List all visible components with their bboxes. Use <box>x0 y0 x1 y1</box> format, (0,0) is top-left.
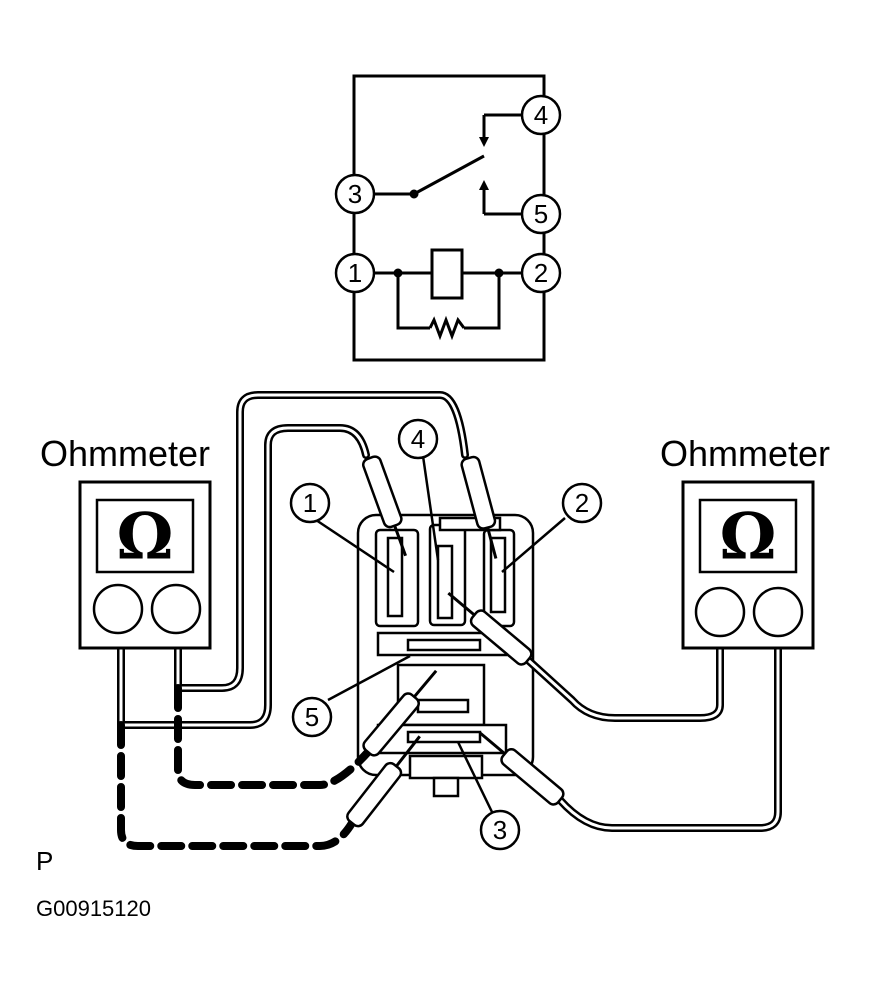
relay-terminal-4: 4 <box>411 424 425 454</box>
coil-symbol <box>430 248 464 300</box>
left-ohmmeter-omega-icon: Ω <box>117 500 174 575</box>
relay-terminal-labels: 1 2 3 4 5 <box>303 424 589 845</box>
probe-pin-1 <box>361 455 407 557</box>
probe-pin-5 <box>362 669 438 757</box>
relay-pin-5 <box>406 638 482 652</box>
relay-terminal-1: 1 <box>303 488 317 518</box>
right-ohmmeter-jack-2 <box>752 586 804 638</box>
probe-pin-4 <box>447 592 533 666</box>
probe-pin-3-left <box>346 735 421 828</box>
resistor-symbol <box>428 315 466 341</box>
schematic-terminal-2: 2 <box>534 258 548 288</box>
right-ohmmeter-omega-icon: Ω <box>720 500 777 575</box>
schematic-terminal-5: 5 <box>534 199 548 229</box>
probe-pin-2 <box>460 455 498 559</box>
left-ohmmeter-jack-2 <box>150 583 202 635</box>
right-ohmmeter-label: Ohmmeter <box>660 433 830 474</box>
test-probes <box>346 455 565 828</box>
left-ohmmeter: Ohmmeter Ω <box>40 433 212 650</box>
right-ohmmeter-display <box>698 498 798 574</box>
relay-terminal-3: 3 <box>493 815 507 845</box>
relay-pin-4 <box>436 544 454 620</box>
schematic-terminal-labels: 1 2 3 4 5 <box>334 94 562 294</box>
relay-schematic <box>352 74 546 362</box>
relay-terminal-2: 2 <box>575 488 589 518</box>
left-ohmmeter-jack-1 <box>92 583 144 635</box>
view-letter: P <box>36 846 53 876</box>
right-ohmmeter: Ohmmeter Ω <box>660 433 830 650</box>
relay-terminal-5: 5 <box>305 702 319 732</box>
relay-pins <box>386 536 507 744</box>
schematic-terminal-3: 3 <box>348 179 362 209</box>
relay-terminal-callouts <box>289 418 603 851</box>
left-ohmmeter-display <box>95 498 195 574</box>
schematic-terminal-4: 4 <box>534 100 548 130</box>
left-ohmmeter-label: Ohmmeter <box>40 433 210 474</box>
schematic-frame <box>352 74 546 362</box>
right-ohmmeter-jack-1 <box>694 586 746 638</box>
test-lead-wires <box>117 391 782 850</box>
figure-code: G00915120 <box>36 896 151 921</box>
probe-pin-3-right <box>479 732 565 806</box>
relay-pin-1 <box>386 536 404 618</box>
schematic-terminal-1: 1 <box>348 258 362 288</box>
relay-pin-3 <box>406 730 482 744</box>
